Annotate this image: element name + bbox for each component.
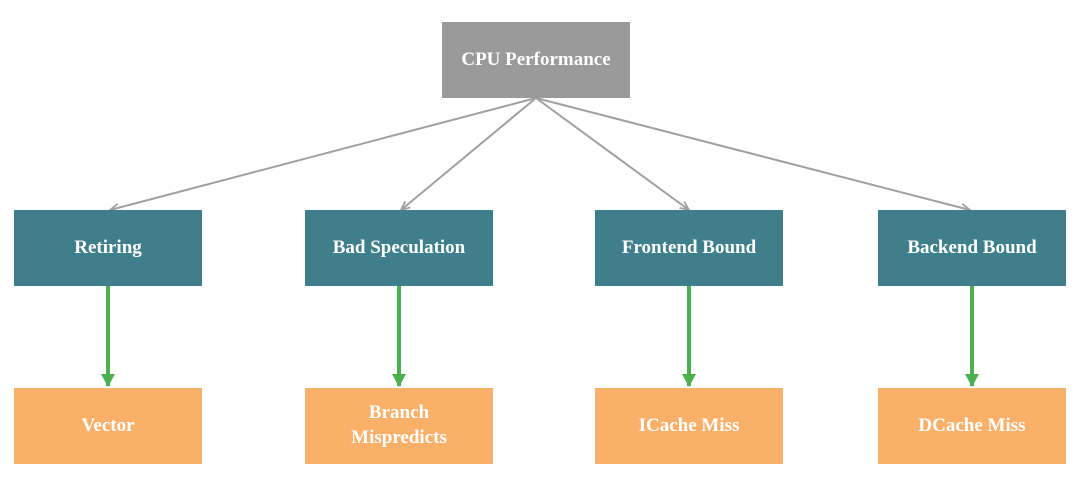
edge-root-to-bad-speculation: [401, 97, 537, 210]
leaf-node-vector: Vector: [14, 388, 202, 464]
category-node-frontend-bound: Frontend Bound: [595, 210, 783, 286]
root-node-label: CPU Performance: [461, 48, 611, 70]
category-node-retiring: Retiring: [14, 210, 202, 286]
leaf-node-icache-miss: ICache Miss: [595, 388, 783, 464]
category-node-label: Retiring: [74, 236, 142, 258]
leaf-node-dcache-miss: DCache Miss: [878, 388, 1066, 464]
category-node-label: Backend Bound: [907, 236, 1037, 258]
leaf-node-branch-mispredicts: Branch Mispredicts: [305, 388, 493, 464]
category-node-bad-speculation: Bad Speculation: [305, 210, 493, 286]
leaf-node-label: Branch Mispredicts: [351, 402, 447, 448]
category-node-backend-bound: Backend Bound: [878, 210, 1066, 286]
leaf-node-label: ICache Miss: [638, 414, 740, 436]
leaf-node-label: DCache Miss: [918, 414, 1026, 436]
edge-root-to-frontend-bound: [535, 97, 689, 210]
category-node-label: Frontend Bound: [621, 236, 757, 258]
category-node-label: Bad Speculation: [332, 236, 466, 258]
root-node-cpu-performance: CPU Performance: [442, 22, 630, 98]
leaf-node-label: Vector: [81, 414, 135, 436]
edge-root-to-retiring: [110, 97, 537, 210]
edge-root-to-backend-bound: [535, 97, 970, 210]
